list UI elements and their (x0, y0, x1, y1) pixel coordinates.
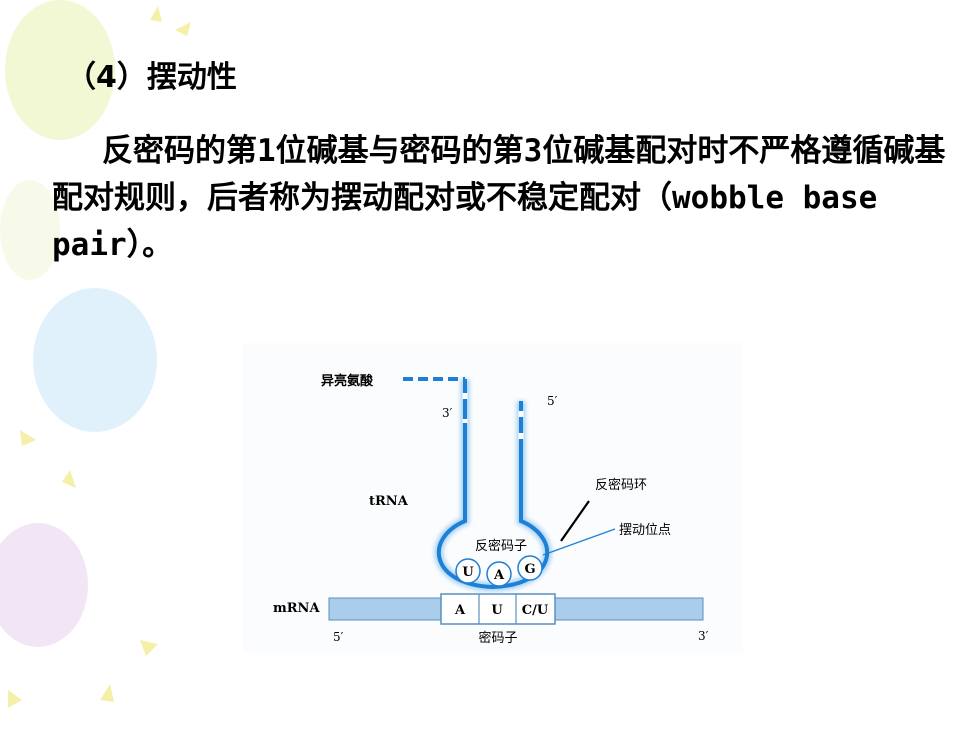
anticodon-base: U (462, 565, 474, 580)
codon-base: A (454, 603, 466, 618)
star-decoration (175, 22, 191, 36)
mrna-5prime-label: 5′ (333, 630, 344, 644)
trna-strand (436, 379, 550, 590)
slide-heading: （4）摆动性 (66, 60, 237, 95)
anticodon-base: G (524, 562, 535, 577)
wobble-pairing-figure: U A G A U C/U 异亮氨酸 3′ 5′ tRNA 反密码环 摆动位点 … (243, 343, 743, 653)
anticodon-label: 反密码子 (475, 538, 527, 554)
anticodon-base: A (493, 568, 505, 583)
mrna-3prime-label: 3′ (698, 629, 709, 643)
star-decoration (62, 470, 76, 488)
wobble-site-pointer (542, 528, 616, 556)
trna-label: tRNA (369, 494, 409, 509)
balloon-decoration (33, 288, 157, 432)
amino-acid-label: 异亮氨酸 (321, 373, 374, 389)
anticodon-base-circle (517, 555, 543, 581)
anticodon-base-circle (455, 558, 481, 584)
trna-3prime-label: 3′ (442, 406, 453, 420)
star-decoration (140, 640, 158, 656)
codon-base: U (491, 603, 503, 618)
star-decoration (150, 6, 162, 22)
star-decoration (100, 684, 114, 702)
slide-paragraph: 反密码的第1位碱基与密码的第3位碱基配对时不严格遵循碱基配对规则，后者称为摆动配… (52, 128, 952, 269)
wobble-site-label: 摆动位点 (619, 523, 671, 538)
star-decoration (8, 690, 22, 708)
mrna-label: mRNA (273, 601, 320, 616)
paragraph-text: 反密码的第1位碱基与密码的第3位碱基配对时不严格遵循碱基配对规则，后者称为摆动配… (52, 133, 946, 263)
codon-label: 密码子 (478, 630, 517, 646)
codon-box (440, 593, 556, 625)
anticodon-loop-label: 反密码环 (595, 477, 647, 493)
trna-5prime-label: 5′ (547, 394, 558, 408)
balloon-decoration (0, 523, 88, 647)
balloon-decoration (5, 0, 115, 140)
wobble-diagram: U A G A U C/U 异亮氨酸 3′ 5′ tRNA 反密码环 摆动位点 … (273, 373, 709, 646)
anticodon-base-circle (486, 561, 512, 587)
codon-base: C/U (522, 603, 549, 618)
anticodon-loop-pointer (560, 500, 590, 542)
star-decoration (20, 430, 36, 446)
balloon-decoration (0, 180, 60, 280)
